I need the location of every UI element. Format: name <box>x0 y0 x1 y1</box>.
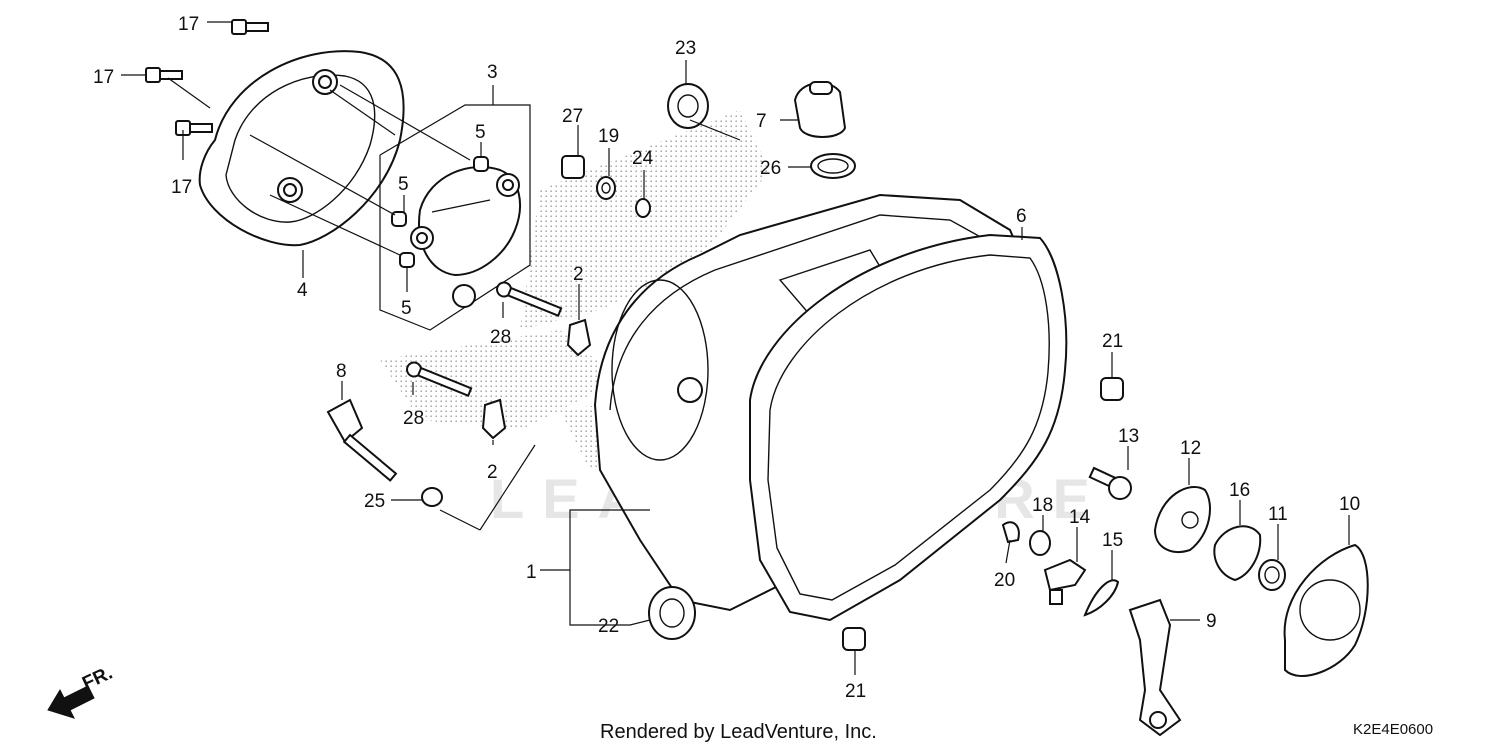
callout-9: 9 <box>1206 611 1217 632</box>
front-direction-arrow: FR. <box>47 663 116 719</box>
part-3-gasket-assembly <box>379 104 531 331</box>
callout-5-top: 5 <box>475 122 486 143</box>
callout-5-bottom: 5 <box>401 298 412 319</box>
callout-1: 1 <box>526 562 537 583</box>
callout-2-top: 2 <box>573 264 584 285</box>
callout-28-top: 28 <box>490 327 511 348</box>
callout-14: 14 <box>1069 507 1091 528</box>
callout-15: 15 <box>1102 530 1123 551</box>
callout-10: 10 <box>1339 494 1360 515</box>
callout-7: 7 <box>756 111 767 132</box>
callout-12: 12 <box>1180 438 1201 459</box>
small-parts-upper <box>561 83 709 218</box>
part-22-bearing <box>648 586 696 640</box>
right-side-parts <box>1001 466 1369 737</box>
callout-20: 20 <box>994 570 1015 591</box>
callout-8: 8 <box>336 361 347 382</box>
part-2-clips <box>481 318 592 440</box>
callout-18: 18 <box>1032 495 1053 516</box>
callout-16: 16 <box>1229 480 1250 501</box>
diagram-code: K2E4E0600 <box>1353 721 1433 738</box>
part-17-bolts <box>145 19 269 136</box>
callout-11: 11 <box>1268 504 1288 525</box>
callout-27: 27 <box>562 106 583 127</box>
leader-lines <box>121 21 1350 675</box>
part-7-oil-filler-cap <box>793 81 856 179</box>
callout-26: 26 <box>760 158 781 179</box>
callout-6: 6 <box>1016 206 1027 227</box>
callout-17-bottom: 17 <box>171 177 192 198</box>
callout-3: 3 <box>487 62 498 83</box>
callout-23: 23 <box>675 38 696 59</box>
callout-17-top: 17 <box>178 14 199 35</box>
callout-5-middle: 5 <box>398 174 409 195</box>
callout-22: 22 <box>598 616 619 637</box>
part-8-sensor <box>326 398 443 507</box>
part-4-outer-cover <box>198 50 405 247</box>
callout-21-top: 21 <box>1102 331 1123 352</box>
callout-28-bottom: 28 <box>403 408 424 429</box>
callout-2-bottom: 2 <box>487 462 498 483</box>
part-28-bolts <box>406 281 563 397</box>
callout-13: 13 <box>1118 426 1139 447</box>
part-6-gasket <box>749 233 1068 622</box>
callout-25: 25 <box>364 491 385 512</box>
callout-19: 19 <box>598 126 619 147</box>
callout-4: 4 <box>297 280 308 301</box>
callout-numbers: 17 17 17 3 4 5 5 5 27 19 24 23 7 26 6 2 … <box>93 14 1360 702</box>
callout-21-bottom: 21 <box>845 681 866 702</box>
callout-24: 24 <box>632 148 654 169</box>
footer-credit: Rendered by LeadVenture, Inc. <box>600 721 877 743</box>
dotted-fields <box>380 110 770 470</box>
callout-17-middle: 17 <box>93 67 114 88</box>
part-21-dowels <box>842 377 1124 651</box>
